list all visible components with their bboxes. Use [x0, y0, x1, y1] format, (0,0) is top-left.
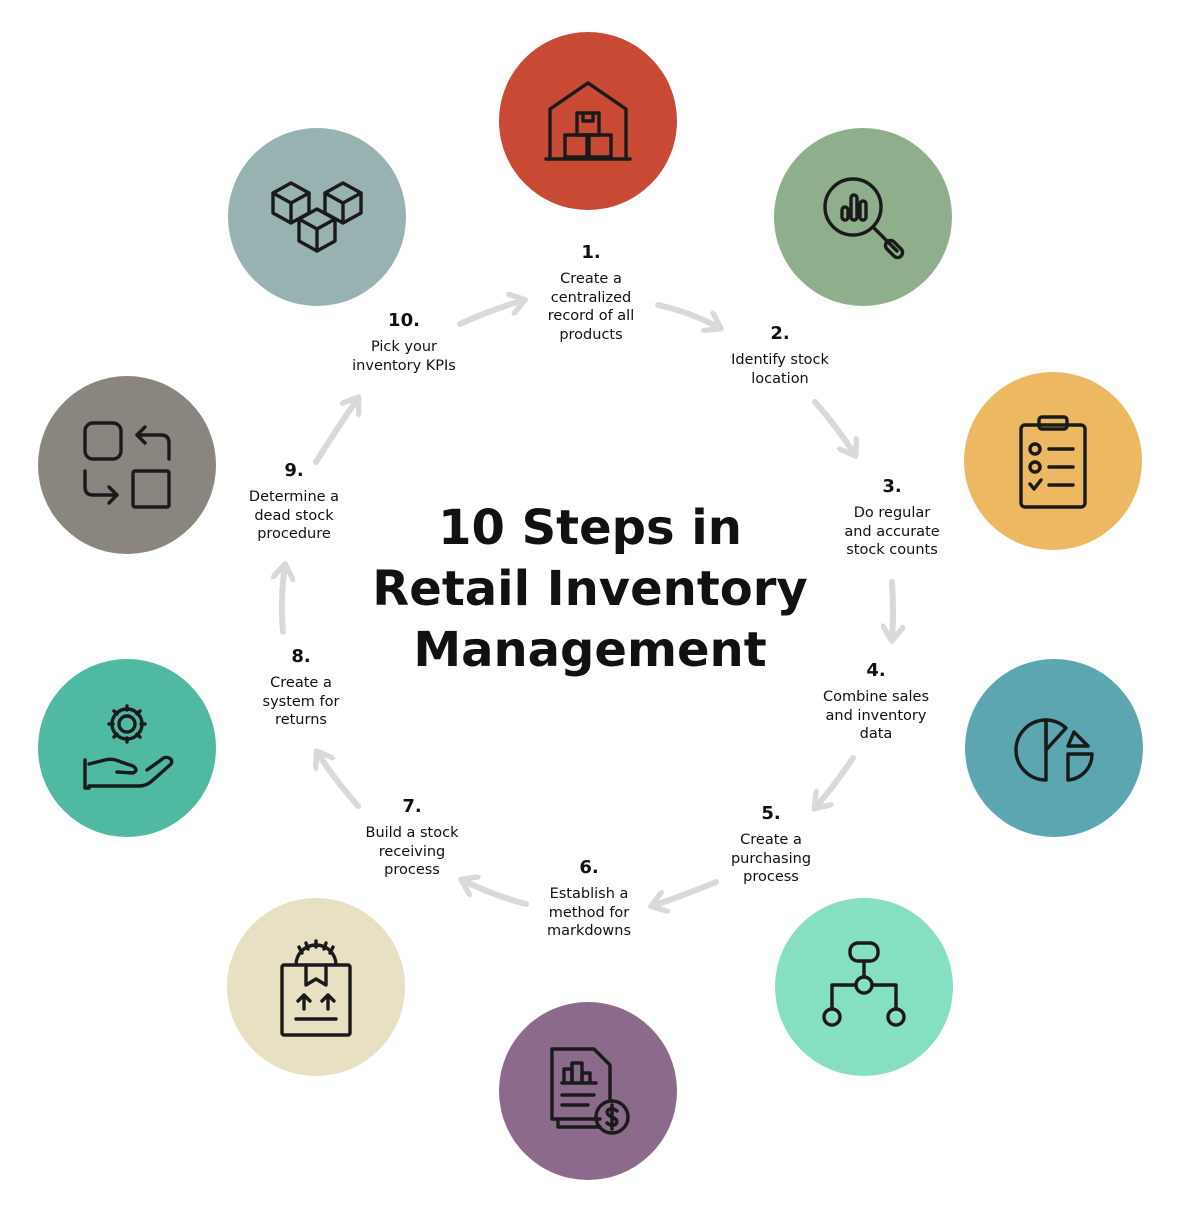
clipboard-checklist-icon [1019, 415, 1087, 509]
step-text: Create a purchasing process [730, 832, 812, 885]
step-4-circle [965, 659, 1143, 837]
step-text: Pick your inventory KPIs [352, 339, 456, 374]
step-3-label: 3. Do regular and accurate stock counts [812, 476, 972, 560]
cubes-icon [271, 181, 363, 253]
step-1-circle [499, 32, 677, 210]
step-number: 2. [770, 323, 790, 344]
title-line-2: Retail Inventory [372, 561, 808, 617]
step-number: 8. [291, 646, 311, 667]
package-gear-icon [280, 939, 352, 1037]
invoice-dollar-icon [550, 1047, 630, 1135]
step-9-label: 9. Determine a dead stock procedure [214, 460, 374, 544]
step-number: 3. [882, 476, 902, 497]
step-number: 9. [284, 460, 304, 481]
arrow-10-to-1 [457, 300, 524, 327]
step-text: Determine a dead stock procedure [248, 489, 340, 542]
warehouse-icon [544, 81, 632, 161]
step-2-circle [774, 128, 952, 306]
step-1-label: 1. Create a centralized record of all pr… [511, 242, 671, 344]
magnifier-chart-icon [823, 177, 905, 260]
pie-chart-icon [1014, 718, 1094, 782]
arrow-4-to-5 [815, 755, 856, 808]
arrow-6-to-7 [462, 880, 529, 907]
step-text: Combine sales and inventory data [822, 689, 930, 742]
arrow-9-to-10 [313, 398, 358, 465]
step-5-label: 5. Create a purchasing process [691, 803, 851, 887]
hand-gear-icon [83, 704, 174, 790]
arrow-7-to-8 [317, 752, 361, 809]
step-number: 4. [866, 660, 886, 681]
arrow-1-to-2 [655, 302, 720, 328]
step-number: 10. [388, 310, 420, 331]
step-number: 6. [579, 857, 599, 878]
step-7-circle [227, 898, 405, 1076]
step-10-circle [228, 128, 406, 306]
arrow-8-to-9 [282, 565, 285, 635]
step-text: Establish a method for markdowns [546, 886, 632, 939]
step-10-label: 10. Pick your inventory KPIs [324, 310, 484, 375]
step-text: Create a centralized record of all produ… [547, 271, 635, 343]
flowchart-icon [822, 941, 906, 1027]
arrow-3-to-4 [892, 579, 893, 640]
step-8-label: 8. Create a system for returns [221, 646, 381, 730]
title-line-3: Management [413, 622, 767, 678]
step-number: 5. [761, 803, 781, 824]
step-8-circle [38, 659, 216, 837]
step-7-label: 7. Build a stock receiving process [332, 796, 492, 880]
step-6-label: 6. Establish a method for markdowns [509, 857, 669, 941]
step-number: 1. [581, 242, 601, 263]
step-text: Create a system for returns [262, 675, 340, 728]
step-4-label: 4. Combine sales and inventory data [796, 660, 956, 744]
diagram-title: 10 Steps in Retail Inventory Management [340, 498, 840, 681]
arrow-5-to-6 [652, 879, 719, 906]
step-6-circle [499, 1002, 677, 1180]
title-line-1: 10 Steps in [438, 500, 742, 556]
step-3-circle [964, 372, 1142, 550]
step-number: 7. [402, 796, 422, 817]
arrow-2-to-3 [812, 399, 855, 455]
step-2-label: 2. Identify stock location [700, 323, 860, 388]
step-5-circle [775, 898, 953, 1076]
step-9-circle [38, 376, 216, 554]
step-text: Do regular and accurate stock counts [844, 505, 940, 558]
step-text: Identify stock location [731, 352, 829, 387]
step-text: Build a stock receiving process [365, 825, 459, 878]
swap-shapes-icon [83, 421, 171, 509]
